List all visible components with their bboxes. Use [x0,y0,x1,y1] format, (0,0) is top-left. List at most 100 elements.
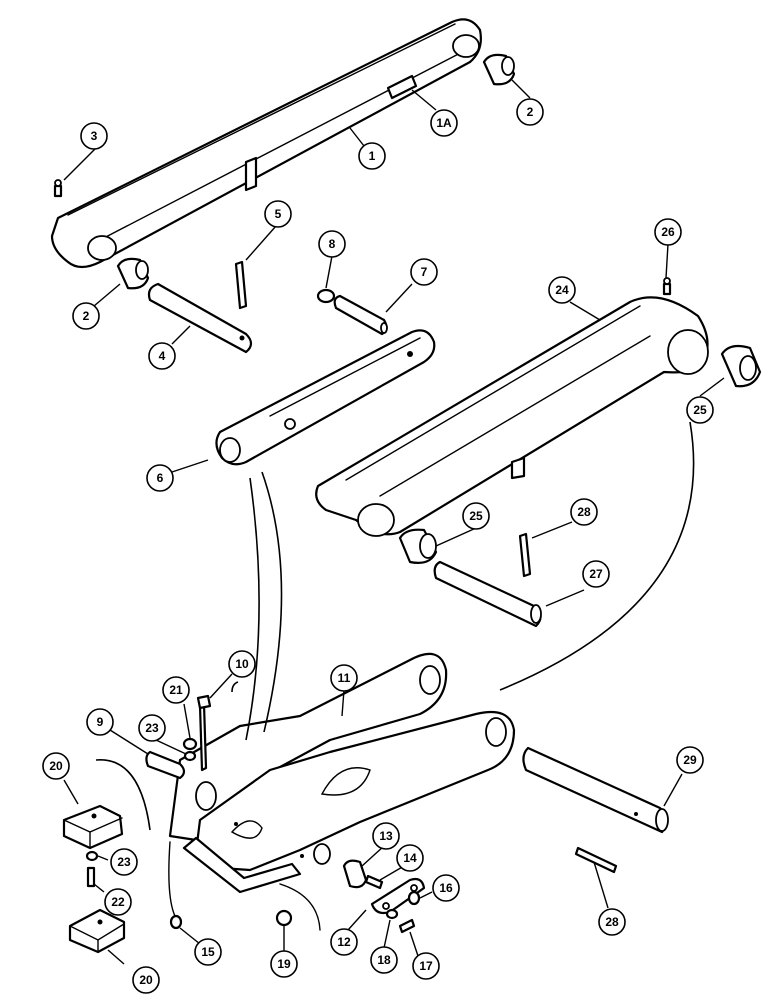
assembly-line-mount [95,759,151,831]
svg-text:7: 7 [421,265,428,279]
bolt-14 [364,874,384,890]
callout-16: 16 [432,874,460,902]
callout-4: 4 [148,342,176,370]
svg-text:17: 17 [419,959,433,973]
leader-lines [63,79,725,965]
roll-pin-28-lower [574,846,618,874]
nut-21 [182,737,198,751]
snap-ring-8 [316,288,336,304]
svg-text:19: 19 [277,957,291,971]
callout-11: 11 [330,664,358,692]
grease-fitting-26 [662,277,672,296]
svg-text:11: 11 [338,671,351,685]
svg-text:10: 10 [235,657,249,671]
bolt-22 [86,866,96,888]
callout-23-upper: 23 [138,714,166,742]
callout-6: 6 [146,464,174,492]
callout-2-upper: 2 [516,98,544,126]
nut-19 [275,909,293,927]
callout-7: 7 [410,258,438,286]
pin-9 [145,750,186,780]
callout-29: 29 [676,746,704,774]
bolt-10 [198,702,208,772]
upper-link-arm [50,18,482,269]
svg-text:20: 20 [49,759,63,773]
svg-text:12: 12 [337,935,351,949]
callout-22: 22 [104,888,132,916]
svg-text:13: 13 [379,829,393,843]
svg-text:8: 8 [329,237,336,251]
callout-8: 8 [318,230,346,258]
assembly-line-cylinder [261,471,283,733]
svg-text:23: 23 [145,721,159,735]
bolt-17 [398,918,416,934]
callout-23-lower: 23 [110,848,138,876]
callout-21: 21 [162,676,190,704]
callout-2-lower: 2 [72,302,100,330]
lower-arm-24 [315,296,709,537]
svg-text:22: 22 [111,895,125,909]
svg-text:15: 15 [201,945,215,959]
callout-14: 14 [396,844,424,872]
assembly-line-cylinder-2 [245,477,260,741]
mount-20-lower [68,908,126,954]
bushing-25-lower [398,528,438,564]
callout-20-upper: 20 [42,752,70,780]
callout-10: 10 [228,650,256,678]
callout-3: 3 [80,122,108,150]
cylinder-6 [215,329,436,466]
callout-27: 27 [582,560,610,588]
callout-28-upper: 28 [570,498,598,526]
nut-15 [169,914,183,930]
loader-frame-11 [168,652,516,931]
callout-19: 19 [270,950,298,978]
svg-text:18: 18 [377,953,391,967]
nut-16 [407,890,421,906]
callout-17: 17 [412,952,440,980]
svg-text:27: 27 [589,567,603,581]
svg-text:28: 28 [577,505,591,519]
svg-text:25: 25 [469,509,483,523]
svg-text:3: 3 [91,129,98,143]
callout-12: 12 [330,928,358,956]
svg-text:5: 5 [275,207,282,221]
callout-1: 1 [358,142,386,170]
callout-25-lower: 25 [462,502,490,530]
mount-20-upper [62,804,124,850]
roll-pin-28-upper [518,532,532,578]
washer-23-upper [183,750,197,762]
svg-text:2: 2 [527,105,534,119]
bolt-head-10 [196,694,212,710]
svg-text:9: 9 [97,715,104,729]
callout-26: 26 [654,218,682,246]
callout-9: 9 [86,708,114,736]
washer-23-lower [85,850,99,862]
svg-text:23: 23 [117,855,131,869]
callout-25-right: 25 [686,396,714,424]
assembly-line-pin4 [231,681,239,693]
callout-5: 5 [264,200,292,228]
pin-7 [333,294,388,336]
svg-text:26: 26 [661,225,675,239]
callout-24: 24 [548,276,576,304]
bushing-25-right [720,344,762,388]
svg-text:24: 24 [555,283,569,297]
callout-13: 13 [372,822,400,850]
svg-text:1: 1 [369,149,376,163]
svg-text:6: 6 [157,471,164,485]
svg-text:29: 29 [683,753,697,767]
pin-4 [147,282,253,354]
svg-text:25: 25 [693,403,707,417]
washer-18 [385,908,399,920]
pin-29 [522,746,669,834]
svg-text:21: 21 [169,683,183,697]
callout-1a: 1A [430,109,458,137]
svg-text:1A: 1A [436,116,452,130]
callout-15: 15 [194,938,222,966]
bushing-2-lower [116,257,150,290]
grease-fitting-3 [53,179,63,198]
svg-text:2: 2 [83,309,90,323]
svg-text:16: 16 [439,881,453,895]
bushing-2-upper [482,53,516,86]
